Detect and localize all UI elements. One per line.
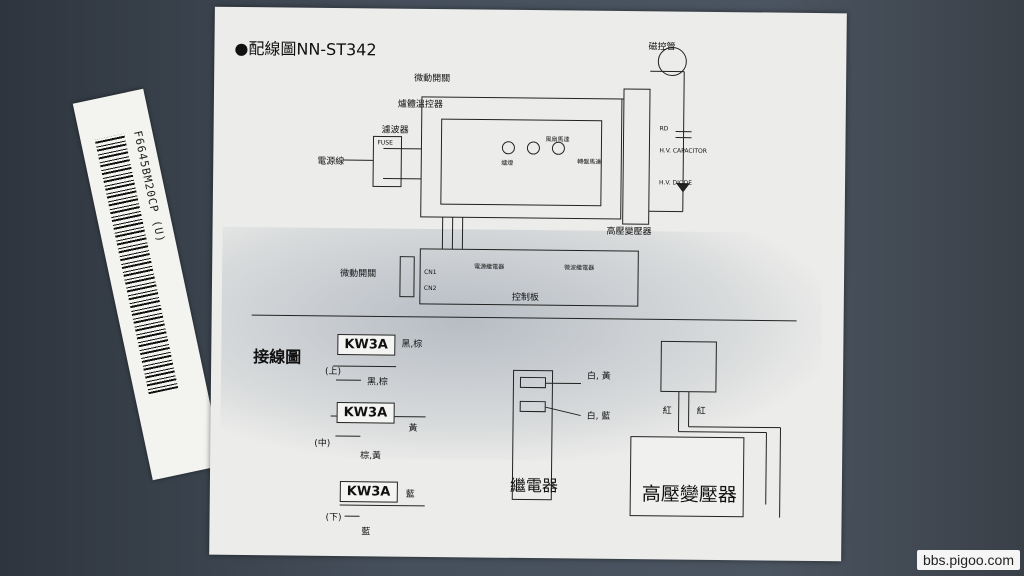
label-lamp: 爐燈 — [501, 159, 514, 167]
fan-symbol — [526, 141, 540, 155]
diagram-title: ●配線圖NN-ST342 — [234, 38, 377, 60]
switch-bottom-wire-b: 藍 — [361, 527, 371, 538]
schematic-lines — [251, 46, 797, 518]
lamp-symbol — [501, 141, 515, 155]
switch-mid-wire-b: 棕,黃 — [360, 451, 382, 462]
label-relay-2: 微波繼電器 — [564, 264, 595, 272]
circuit-loop-inner — [440, 118, 603, 207]
label-magnetron: 磁控管 — [648, 42, 676, 53]
site-watermark: bbs.pigoo.com — [916, 550, 1020, 570]
switch-top-wire-a: 黑,棕 — [401, 339, 423, 350]
label-capacitor-rd: RD — [659, 125, 669, 133]
relay-label: 繼電器 — [509, 475, 559, 496]
label-cn2: CN2 — [423, 284, 437, 293]
label-cn1: CN1 — [424, 268, 437, 277]
switch-top-wire-b: 黑,棕 — [366, 377, 388, 388]
label-power-line: 電源線 — [317, 156, 345, 168]
switch-top-position: (上) — [325, 366, 342, 378]
switch-mid-wire-a: 黃 — [408, 423, 418, 434]
label-fuse: FUSE — [377, 139, 393, 147]
label-micro-switch-top: 微動開關 — [414, 73, 451, 85]
hv-transformer-core — [622, 88, 651, 225]
magnetron-symbol — [657, 46, 687, 76]
label-diode: H.V. DIODE — [659, 179, 693, 187]
switch-bottom-model: KW3A — [339, 481, 398, 503]
label-relay-1: 電源繼電器 — [474, 263, 505, 271]
switch-mid-model: KW3A — [336, 402, 395, 424]
switch-bottom-wire-a: 藍 — [405, 489, 415, 500]
label-fan: 風扇馬達 — [545, 136, 570, 144]
micro-switch-symbol — [399, 256, 415, 298]
control-board-box — [419, 248, 639, 307]
section-divider — [251, 314, 797, 322]
switch-top-model: KW3A — [337, 334, 395, 356]
label-thermostat: 爐體溫控器 — [397, 99, 443, 111]
relay-wire-1: 白, 黃 — [586, 371, 611, 382]
relay-wire-2: 白, 藍 — [586, 411, 611, 422]
label-micro-switch-bottom: 微動開關 — [340, 269, 377, 280]
label-control-board: 控制板 — [511, 292, 539, 304]
circuit-loop-outer — [420, 96, 623, 220]
switch-bottom-position: (下) — [325, 512, 342, 524]
transformer-wire-2: 紅 — [696, 406, 706, 417]
turntable-symbol — [551, 141, 565, 155]
wiring-diagram-card: ●配線圖NN-ST342 微動開關 爐體溫控器 濾波器 電源線 FUSE 磁控管… — [209, 6, 847, 562]
hv-fuse-box — [660, 340, 717, 393]
switch-mid-position: (中) — [314, 438, 331, 449]
transformer-label: 高壓變壓器 — [641, 483, 737, 507]
wiring-heading: 接線圖 — [253, 347, 302, 367]
label-hv-transformer: 高壓變壓器 — [606, 226, 652, 238]
filter-box — [372, 135, 403, 188]
label-capacitor: H.V. CAPACITOR — [659, 147, 707, 155]
label-turntable: 轉盤馬達 — [577, 158, 602, 166]
relay-terminal-1 — [519, 376, 547, 389]
label-filter: 濾波器 — [381, 125, 409, 136]
relay-terminal-2 — [519, 400, 546, 413]
transformer-wire-1: 紅 — [662, 406, 672, 417]
